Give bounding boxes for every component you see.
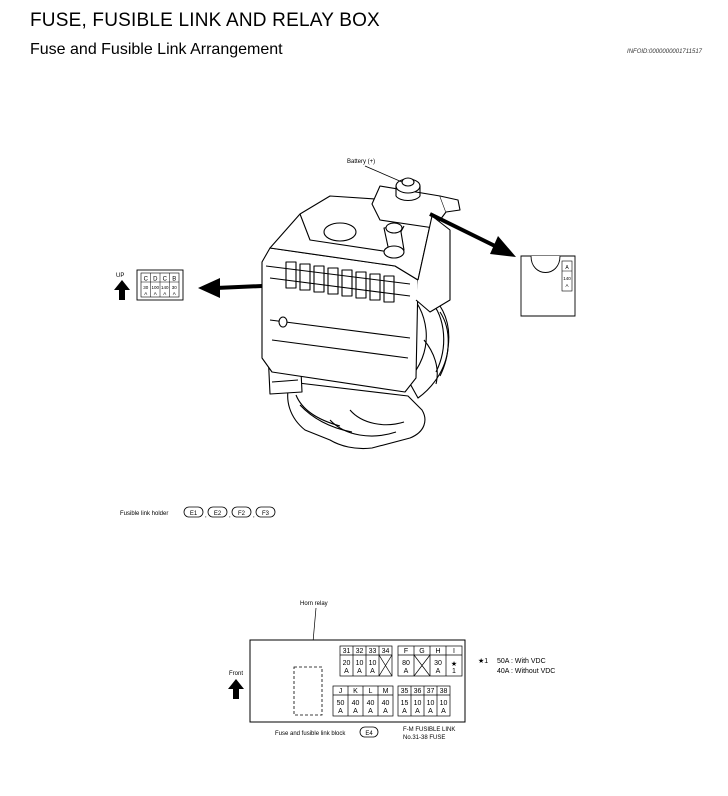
fuse-block-outline: [249, 639, 466, 723]
fusible-link-letter: G: [419, 648, 424, 655]
fuse-unit: A: [357, 668, 362, 675]
arrow-to-right-inset: [429, 212, 516, 257]
info-id: INFOID:0000000001711517: [627, 49, 702, 55]
left-inset-letter: C: [144, 277, 149, 283]
left-inset-unit: A: [163, 291, 166, 296]
battery-leader-line: [364, 165, 403, 183]
fusible-link-letter: H: [435, 648, 440, 655]
fusible-link-group-j-m: [332, 685, 394, 717]
fuse-unit: A: [428, 708, 433, 715]
fuse-number: 33: [369, 648, 377, 655]
fusible-link-value: 50: [337, 700, 345, 707]
left-inset-value: 140: [161, 285, 169, 290]
fusible-link-letter: M: [383, 688, 389, 695]
fuse-number: 38: [440, 688, 448, 695]
front-label: Front: [229, 671, 243, 677]
fuse-number: 31: [343, 648, 351, 655]
svg-text:,: ,: [253, 513, 255, 519]
fusible-link-unit: A: [436, 668, 441, 675]
left-inset-value: 30: [143, 285, 149, 290]
fusible-link-value: 40: [352, 700, 360, 707]
fuse-number: 36: [414, 688, 422, 695]
left-inset-letter: B: [172, 277, 176, 283]
up-label: UP: [116, 273, 124, 279]
up-arrow-icon: UP: [114, 273, 130, 300]
fuse-unit: A: [370, 668, 375, 675]
fuse-number: 32: [356, 648, 364, 655]
left-inset-letter: D: [153, 277, 158, 283]
fuse-value: 20: [343, 660, 351, 667]
fusible-link-value: 80: [402, 660, 410, 667]
page-title: FUSE, FUSIBLE LINK AND RELAY BOX: [30, 10, 380, 31]
fusible-link-unit: A: [338, 708, 343, 715]
fusible-link-value: 30: [434, 660, 442, 667]
relay-box-illustration: [261, 177, 461, 450]
note-line-2: 40A : Without VDC: [497, 668, 555, 675]
fuse-unit: A: [402, 708, 407, 715]
fusible-link-unit: A: [368, 708, 373, 715]
arrow-to-left-inset: [198, 278, 263, 298]
fuse-value: 15: [401, 700, 409, 707]
left-inset-unit: A: [173, 291, 176, 296]
holder-label: Fusible link holder: [120, 511, 168, 517]
fusible-link-letter: I: [453, 648, 455, 655]
legend-line-2: No.31-38 FUSE: [403, 735, 445, 741]
svg-text:,: ,: [229, 513, 231, 519]
horn-relay-outline: [293, 666, 323, 716]
fusible-link-letter: L: [369, 688, 373, 695]
fusible-link-unit: 1: [452, 668, 456, 675]
note-line-1: 50A : With VDC: [497, 658, 546, 665]
fusible-link-value: 40: [382, 700, 390, 707]
fuse-unit: A: [344, 668, 349, 675]
connector-f3: F3: [262, 511, 270, 517]
fusible-link-value: 40: [367, 700, 375, 707]
fuse-group-31-34: [339, 645, 393, 677]
star-icon: ★: [451, 660, 457, 668]
fuse-group-35-38: [397, 685, 451, 717]
fuse-block-label: Fuse and fusible link block: [275, 731, 346, 737]
fusible-link-letter: F: [404, 648, 408, 655]
right-inset-unit: A: [565, 283, 568, 288]
fusible-link-unit: A: [404, 668, 409, 675]
fuse-value: 10: [427, 700, 435, 707]
fuse-number: 37: [427, 688, 435, 695]
fuse-value: 10: [440, 700, 448, 707]
page-subtitle: Fuse and Fusible Link Arrangement: [30, 41, 283, 58]
svg-text:,: ,: [205, 513, 207, 519]
battery-label: Battery (+): [347, 159, 375, 165]
fuse-unit: A: [415, 708, 420, 715]
fuse-value: 10: [414, 700, 422, 707]
left-inset-value: 30: [172, 285, 178, 290]
right-inset-fusible-link: A 140 A: [520, 255, 576, 317]
fuse-number: 35: [401, 688, 409, 695]
left-inset-fusible-links: C D C B 30 100 140 30 A A A A: [136, 269, 184, 301]
right-inset-value: 140: [563, 276, 571, 281]
left-inset-unit: A: [144, 291, 147, 296]
holder-connectors: E1 , E2 , F2 , F3: [183, 506, 276, 519]
left-inset-value: 100: [152, 285, 160, 290]
horn-relay-label: Horn relay: [300, 601, 328, 607]
connector-f2: F2: [238, 511, 246, 517]
front-arrow-icon: Front: [228, 671, 244, 699]
fusible-link-unit: A: [353, 708, 358, 715]
fuse-value: 10: [356, 660, 364, 667]
fusible-link-group-f-i: [397, 645, 463, 677]
fuse-value: 10: [369, 660, 377, 667]
left-inset-unit: A: [154, 291, 157, 296]
connector-e4: E4: [365, 731, 373, 737]
right-inset-letter: A: [565, 265, 569, 271]
fusible-link-letter: J: [339, 688, 343, 695]
connector-e1: E1: [190, 511, 198, 517]
fuse-unit: A: [441, 708, 446, 715]
note-marker: ★1: [478, 657, 488, 665]
connector-e2: E2: [214, 511, 222, 517]
fuse-number: 34: [382, 648, 390, 655]
fusible-link-letter: K: [353, 688, 358, 695]
fusible-link-unit: A: [383, 708, 388, 715]
left-inset-letter: C: [163, 277, 168, 283]
legend-line-1: F-M FUSIBLE LINK: [403, 727, 455, 733]
